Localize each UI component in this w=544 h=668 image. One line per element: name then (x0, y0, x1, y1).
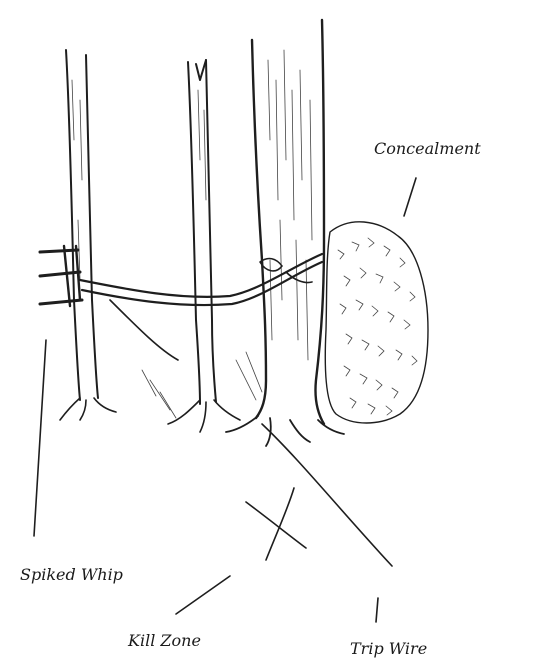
concealment-label: Concealment (374, 139, 481, 158)
kill-zone-x (246, 488, 306, 560)
kill-zone-pointer (176, 576, 230, 614)
trip-wire-label: Trip Wire (350, 639, 427, 658)
bent-whip-pole (80, 254, 322, 305)
spiked-whip-pointer (34, 340, 46, 536)
kill-zone-label: Kill Zone (127, 631, 201, 650)
trip-wire-line (110, 300, 392, 566)
spiked-whip-label: Spiked Whip (20, 565, 123, 584)
concealment-pointer (404, 178, 416, 216)
left-sapling (60, 50, 116, 420)
trip-wire-pointer (376, 598, 378, 622)
spiked-whip (40, 246, 82, 306)
concealment-bush (325, 222, 428, 423)
middle-sapling (142, 60, 240, 432)
